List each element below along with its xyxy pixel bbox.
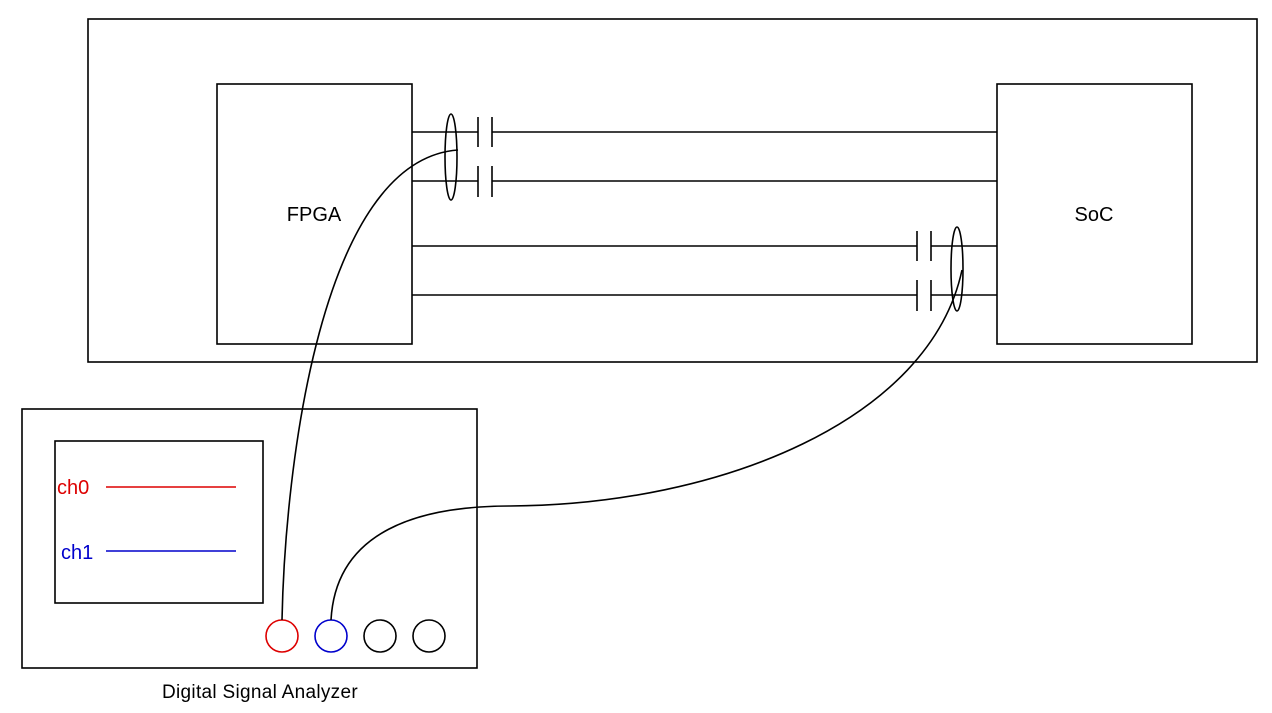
input-port-ch1[interactable] — [314, 619, 348, 653]
ch1-label: ch1 — [61, 542, 93, 564]
analyzer-screen — [54, 440, 264, 604]
input-port-ch0[interactable] — [265, 619, 299, 653]
probe-cable-ch0 — [281, 149, 459, 621]
probe-cable-ch1 — [330, 269, 963, 621]
fpga-block — [216, 83, 413, 345]
lower-probe-ellipse — [950, 226, 964, 312]
upper-lane-pair — [412, 113, 997, 201]
soc-label: SoC — [1075, 204, 1114, 226]
board-outline — [87, 18, 1258, 363]
analyzer-caption: Digital Signal Analyzer — [162, 682, 358, 703]
input-port-ch2[interactable] — [363, 619, 397, 653]
fpga-label: FPGA — [287, 204, 342, 226]
upper-probe-ellipse — [444, 113, 458, 201]
input-port-ch3[interactable] — [412, 619, 446, 653]
lower-lane-pair — [412, 226, 997, 312]
analyzer-body — [21, 408, 478, 669]
soc-block — [996, 83, 1193, 345]
ch0-label: ch0 — [57, 477, 89, 499]
